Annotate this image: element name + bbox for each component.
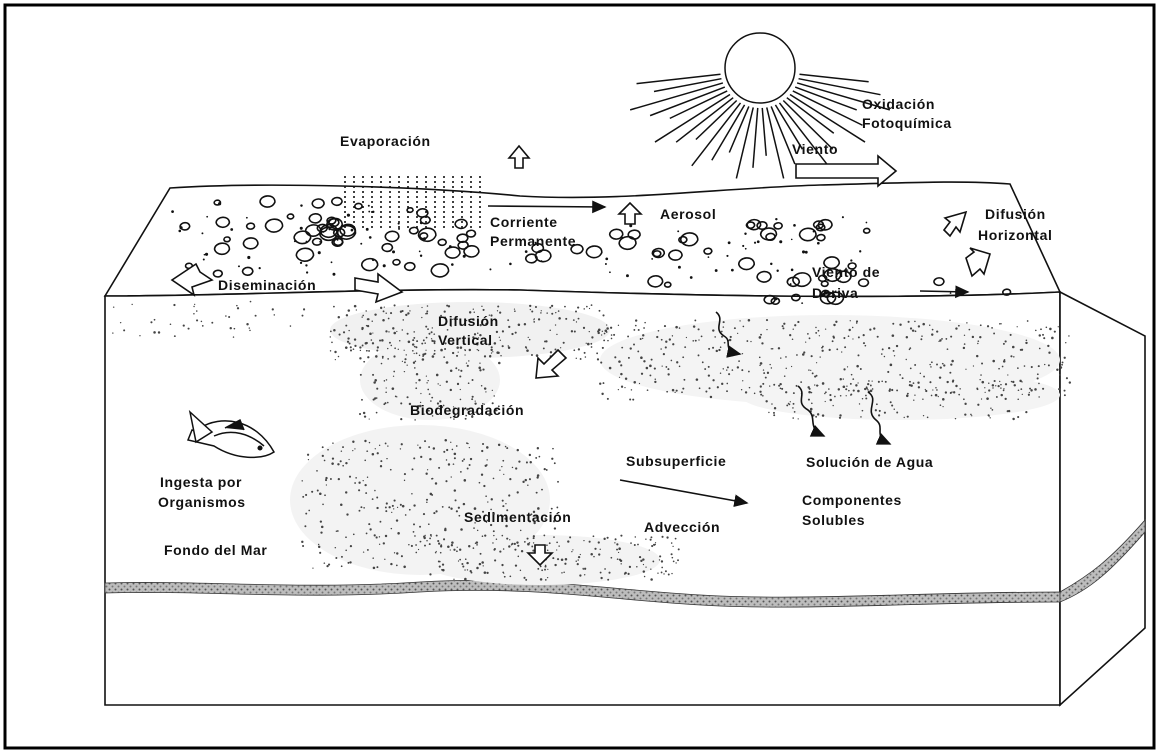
label-corriente: Corriente: [490, 214, 558, 230]
label-sedimentacion: Sedimentación: [464, 509, 571, 525]
label-solucion: Solución de Agua: [806, 454, 933, 470]
label-solubles: Solubles: [802, 512, 865, 528]
label-viento: Viento: [792, 141, 838, 157]
label-horizontal: Horizontal: [978, 227, 1052, 243]
current-arrow: [488, 206, 605, 207]
label-ingesta: Ingesta por: [160, 474, 242, 490]
label-diseminacion: Diseminación: [218, 277, 316, 293]
label-deriva: Deriva: [812, 285, 858, 301]
label-viento-de: Viento de: [812, 264, 880, 280]
label-aerosol: Aerosol: [660, 206, 716, 222]
label-fotoquimica: Fotoquímica: [862, 115, 952, 131]
label-evaporacion: Evaporación: [340, 133, 431, 149]
label-componentes: Componentes: [802, 492, 902, 508]
label-oxidacion: Oxidación: [862, 96, 935, 112]
label-vertical: Vertical: [438, 332, 493, 348]
drift-arrow: [920, 291, 968, 292]
label-adveccion: Advección: [644, 519, 720, 535]
label-difusion-h: Difusión: [985, 206, 1046, 222]
label-organismos: Organismos: [158, 494, 246, 510]
label-subsuperficie: Subsuperficie: [626, 453, 726, 469]
label-fondo: Fondo del Mar: [164, 542, 267, 558]
label-permanente: Permanente: [490, 233, 576, 249]
label-biodegradacion: Biodegradación: [410, 402, 524, 418]
label-difusion-v: Difusión: [438, 313, 499, 329]
